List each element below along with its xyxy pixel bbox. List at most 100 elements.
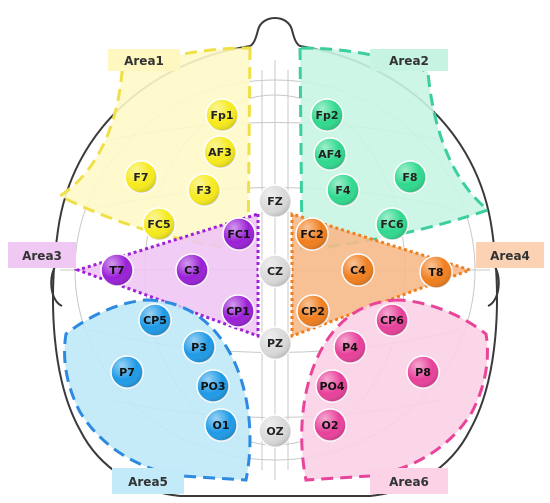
electrode-fp1: Fp1	[205, 98, 239, 132]
electrode-label: F3	[196, 184, 211, 197]
electrode-p4: P4	[333, 330, 367, 364]
electrode-label: PO4	[319, 380, 344, 393]
electrode-label: CZ	[267, 265, 283, 278]
electrode-shading	[311, 99, 343, 131]
electrode-cp1: CP1	[221, 294, 255, 328]
electrode-label: FC5	[147, 218, 170, 231]
electrode-shading	[297, 295, 329, 327]
area6-label: Area6	[370, 468, 448, 494]
electrode-shading	[197, 370, 229, 402]
electrode-fc1: FC1	[222, 217, 256, 251]
electrode-shading	[376, 304, 408, 336]
electrode-label: T7	[109, 264, 124, 277]
electrode-label: P4	[342, 341, 358, 354]
electrode-label: CP2	[301, 305, 325, 318]
area1-label-box	[108, 49, 180, 71]
electrode-label: F8	[402, 171, 417, 184]
electrode-c4: C4	[341, 253, 375, 287]
area1-label: Area1	[108, 49, 180, 71]
area5-label-box	[112, 468, 184, 494]
electrode-shading	[420, 256, 452, 288]
electrode-af3: AF3	[203, 135, 237, 169]
area6-label-text: Area6	[389, 475, 429, 489]
electrode-label: FC2	[300, 228, 323, 241]
electrode-oz: OZ	[258, 414, 292, 448]
area3-label-text: Area3	[22, 249, 62, 263]
electrode-label: F4	[335, 184, 351, 197]
electrode-fc6: FC6	[375, 207, 409, 241]
electrode-shading	[259, 327, 291, 359]
area5-label-text: Area5	[128, 475, 168, 489]
electrode-label: CP1	[226, 305, 250, 318]
area5-label: Area5	[112, 468, 184, 494]
area3-label: Area3	[8, 242, 76, 268]
electrode-label: Fp2	[315, 109, 338, 122]
electrode-shading	[407, 356, 439, 388]
electrode-label: C3	[184, 264, 200, 277]
electrode-o2: O2	[313, 408, 347, 442]
electrode-label: CP6	[380, 314, 404, 327]
electrode-label: CP5	[143, 314, 167, 327]
area2-label-text: Area2	[389, 54, 429, 68]
electrode-fp2: Fp2	[310, 98, 344, 132]
electrode-shading	[125, 161, 157, 193]
electrode-shading	[183, 331, 215, 363]
area4-label: Area4	[476, 242, 544, 268]
electrode-shading	[327, 174, 359, 206]
electrodes: Fp1 AF3 F7 F3 FC5 Fp2 AF4 F8 F4 FC6 FZ C…	[100, 98, 453, 448]
electrode-label: OZ	[266, 425, 283, 438]
electrode-shading	[223, 218, 255, 250]
electrode-cp2: CP2	[296, 294, 330, 328]
electrode-label: O2	[321, 419, 338, 432]
area6-label-box	[370, 468, 448, 494]
electrode-shading	[334, 331, 366, 363]
electrode-shading	[296, 218, 328, 250]
electrode-c3: C3	[175, 253, 209, 287]
electrode-label: P8	[415, 366, 431, 379]
area3-label-box	[8, 242, 76, 268]
electrode-fz: FZ	[258, 184, 292, 218]
electrode-shading	[314, 409, 346, 441]
electrode-cp5: CP5	[138, 303, 172, 337]
electrode-label: PO3	[200, 380, 225, 393]
electrode-label: FZ	[267, 195, 283, 208]
electrode-label: O1	[212, 419, 229, 432]
electrode-shading	[259, 185, 291, 217]
electrode-pz: PZ	[258, 326, 292, 360]
area4-label-text: Area4	[490, 249, 530, 263]
electrode-label: T8	[428, 266, 443, 279]
electrode-label: FC6	[380, 218, 404, 231]
electrode-shading	[222, 295, 254, 327]
electrode-fc2: FC2	[295, 217, 329, 251]
electrode-shading	[259, 415, 291, 447]
electrode-shading	[205, 409, 237, 441]
area2-label-box	[370, 49, 448, 71]
electrode-f4: F4	[326, 173, 360, 207]
area4-label-box	[476, 242, 544, 268]
electrode-label: AF3	[208, 146, 232, 159]
electrode-f8: F8	[393, 160, 427, 194]
electrode-af4: AF4	[313, 137, 347, 171]
electrode-po4: PO4	[315, 369, 349, 403]
electrode-f3: F3	[187, 173, 221, 207]
electrode-o1: O1	[204, 408, 238, 442]
area1-label-text: Area1	[124, 54, 164, 68]
electrode-label: F7	[133, 171, 148, 184]
electrode-po3: PO3	[196, 369, 230, 403]
electrode-shading	[376, 208, 408, 240]
electrode-label: C4	[350, 264, 366, 277]
electrode-label: P7	[119, 366, 135, 379]
electrode-shading	[188, 174, 220, 206]
electrode-shading	[111, 356, 143, 388]
electrode-shading	[139, 304, 171, 336]
electrode-p7: P7	[110, 355, 144, 389]
electrode-t8: T8	[419, 255, 453, 289]
electrode-p8: P8	[406, 355, 440, 389]
area2-label: Area2	[370, 49, 448, 71]
electrode-t7: T7	[100, 253, 134, 287]
electrode-shading	[206, 99, 238, 131]
electrode-cp6: CP6	[375, 303, 409, 337]
electrode-shading	[394, 161, 426, 193]
